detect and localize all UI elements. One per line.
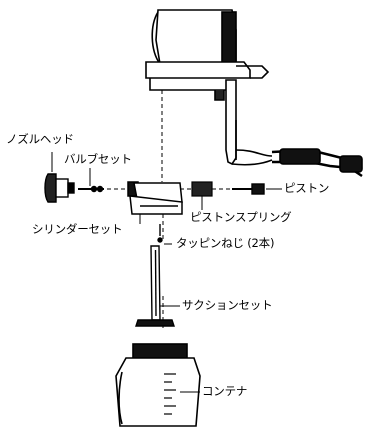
assembly-guide-lines xyxy=(100,90,232,328)
tapping-screw-part xyxy=(157,224,163,243)
label-valve-set: バルブセット xyxy=(64,152,132,166)
piston-part xyxy=(232,183,265,195)
motor-unit xyxy=(145,9,363,178)
label-nozzle-head: ノズルヘッド xyxy=(6,132,74,146)
label-container: コンテナ xyxy=(202,384,248,398)
suction-set-part xyxy=(135,245,175,327)
label-cylinder-set: シリンダーセット xyxy=(32,222,123,236)
cylinder-set-part xyxy=(127,181,183,215)
label-piston-spring: ピストンスプリング xyxy=(190,210,292,224)
label-piston: ピストン xyxy=(284,181,330,195)
nozzle-head-part xyxy=(44,173,75,203)
label-leader-lines xyxy=(51,152,282,393)
label-tapping-screw: タッピンねじ (2本) xyxy=(176,236,275,250)
container-part xyxy=(115,343,201,427)
label-suction-set: サクションセット xyxy=(182,298,273,312)
piston-spring-part xyxy=(191,181,213,197)
valve-set-part xyxy=(78,185,104,193)
